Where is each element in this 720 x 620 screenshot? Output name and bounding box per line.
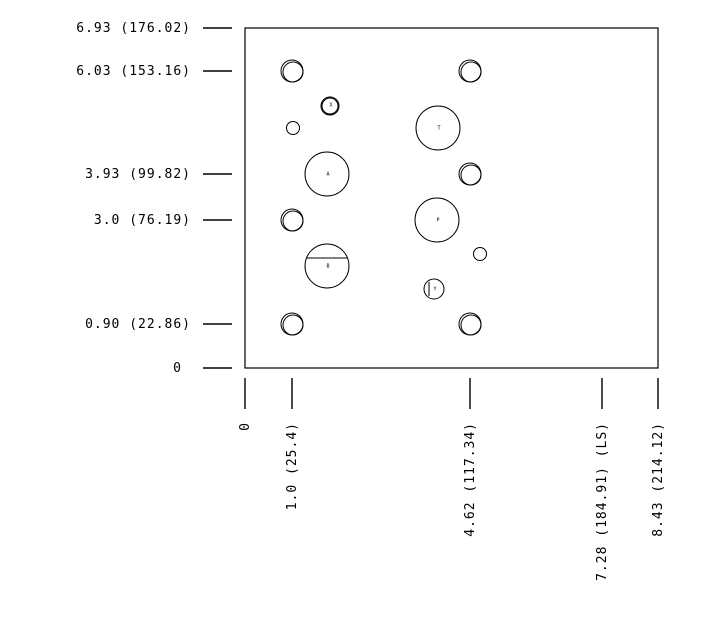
y-dim-label-6.03: 6.03 (153.16) — [76, 64, 191, 79]
x-dim-label-0: 0 — [238, 422, 253, 431]
y-dim-label-6.93: 6.93 (176.02) — [76, 21, 191, 36]
bolt-hole — [280, 312, 304, 336]
y-dimensions: 6.93 (176.02) 6.03 (153.16) 3.93 (99.82)… — [76, 21, 232, 376]
bolt-hole — [280, 59, 304, 83]
x-dim-label-4.62: 4.62 (117.34) — [463, 422, 478, 537]
pin-holes — [286, 121, 487, 261]
y-dim-label-0: 0 — [173, 361, 182, 376]
bolt-holes — [280, 59, 482, 336]
pin-hole — [473, 247, 487, 261]
svg-text:T: T — [437, 126, 440, 132]
x-dim-label-8.43: 8.43 (214.12) — [651, 422, 666, 537]
port-b: B — [304, 243, 350, 289]
x-dim-label-7.28: 7.28 (184.91) (LS) — [595, 422, 610, 581]
port-p: P — [414, 197, 460, 243]
y-dim-label-0.90: 0.90 (22.86) — [85, 317, 191, 332]
bolt-hole — [458, 59, 482, 83]
svg-text:A: A — [326, 172, 329, 178]
port-a: A — [304, 151, 350, 197]
bolt-hole — [280, 208, 304, 232]
svg-text:B: B — [326, 264, 329, 270]
svg-text:P: P — [436, 218, 439, 224]
block-outline — [244, 27, 659, 369]
x-dim-label-1.0: 1.0 (25.4) — [285, 422, 300, 510]
svg-text:Y: Y — [433, 287, 436, 293]
ports: X T A P B Y — [304, 96, 461, 300]
bolt-hole — [458, 162, 482, 186]
y-dim-label-3.0: 3.0 (76.19) — [94, 213, 191, 228]
y-dim-label-3.93: 3.93 (99.82) — [85, 167, 191, 182]
port-y: Y — [423, 278, 445, 300]
svg-text:X: X — [329, 103, 332, 109]
pin-hole — [286, 121, 300, 135]
port-x: X — [320, 96, 340, 116]
bolt-hole — [458, 312, 482, 336]
x-dimensions: 0 1.0 (25.4) 4.62 (117.34) 7.28 (184.91)… — [238, 378, 666, 581]
port-t: T — [415, 105, 461, 151]
